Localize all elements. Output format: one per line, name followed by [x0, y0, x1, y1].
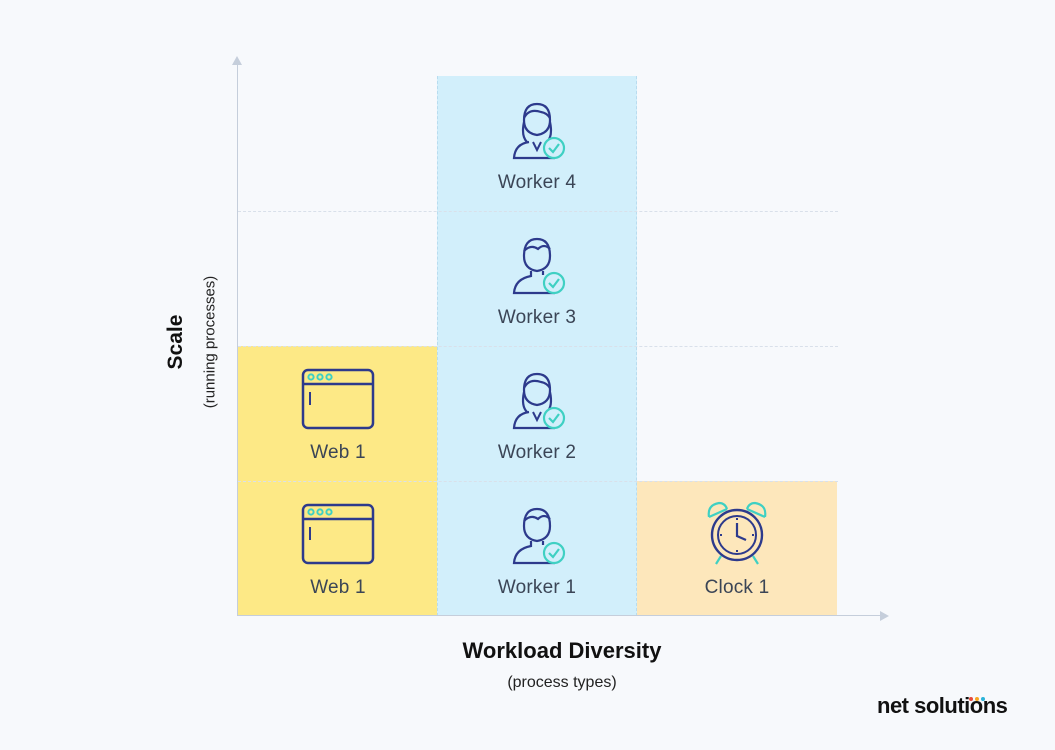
- y-axis-subtitle: (running processes): [201, 275, 219, 409]
- clock-column-bg: [637, 481, 837, 616]
- x-axis-title: Workload Diversity: [462, 638, 662, 663]
- gridline-1: [238, 481, 838, 482]
- female-worker-icon: [497, 94, 577, 164]
- web-cell-2: Web 1: [238, 346, 438, 481]
- browser-window-icon: [298, 364, 378, 434]
- brand-logo: net solutions: [877, 693, 1008, 718]
- worker-cell-4-label: Worker 4: [497, 172, 577, 193]
- x-axis-subtitle: (process types): [507, 674, 617, 691]
- male-worker-icon: [497, 499, 577, 569]
- y-axis-title: Scale: [164, 314, 187, 370]
- y-axis-line: [237, 62, 238, 616]
- brand-dot-red: [969, 697, 973, 701]
- clock-cell-1-label: Clock 1: [704, 577, 770, 598]
- browser-window-icon: [298, 499, 378, 569]
- worker-cell-3: Worker 3: [437, 211, 637, 346]
- clock-cell-1: Clock 1: [637, 481, 837, 616]
- male-worker-icon: [497, 229, 577, 299]
- worker-cell-4: Worker 4: [437, 76, 637, 211]
- worker-cell-1-label: Worker 1: [497, 577, 577, 598]
- worker-cell-2-label: Worker 2: [497, 442, 577, 463]
- x-axis-line: [237, 615, 882, 616]
- alarm-clock-icon: [697, 499, 777, 569]
- web-cell-2-label: Web 1: [310, 442, 366, 463]
- brand-dot-yellow: [975, 697, 979, 701]
- female-worker-icon: [497, 364, 577, 434]
- gridline-2: [238, 346, 838, 347]
- worker-cell-2: Worker 2: [437, 346, 637, 481]
- brand-dot-blue: [981, 697, 985, 701]
- worker-cell-1: Worker 1: [437, 481, 637, 616]
- gridline-3: [238, 211, 838, 212]
- y-axis-arrow-icon: [232, 56, 242, 65]
- worker-cell-3-label: Worker 3: [497, 307, 577, 328]
- web-cell-1: Web 1: [238, 481, 438, 616]
- web-cell-1-label: Web 1: [310, 577, 366, 598]
- x-axis-arrow-icon: [880, 611, 889, 621]
